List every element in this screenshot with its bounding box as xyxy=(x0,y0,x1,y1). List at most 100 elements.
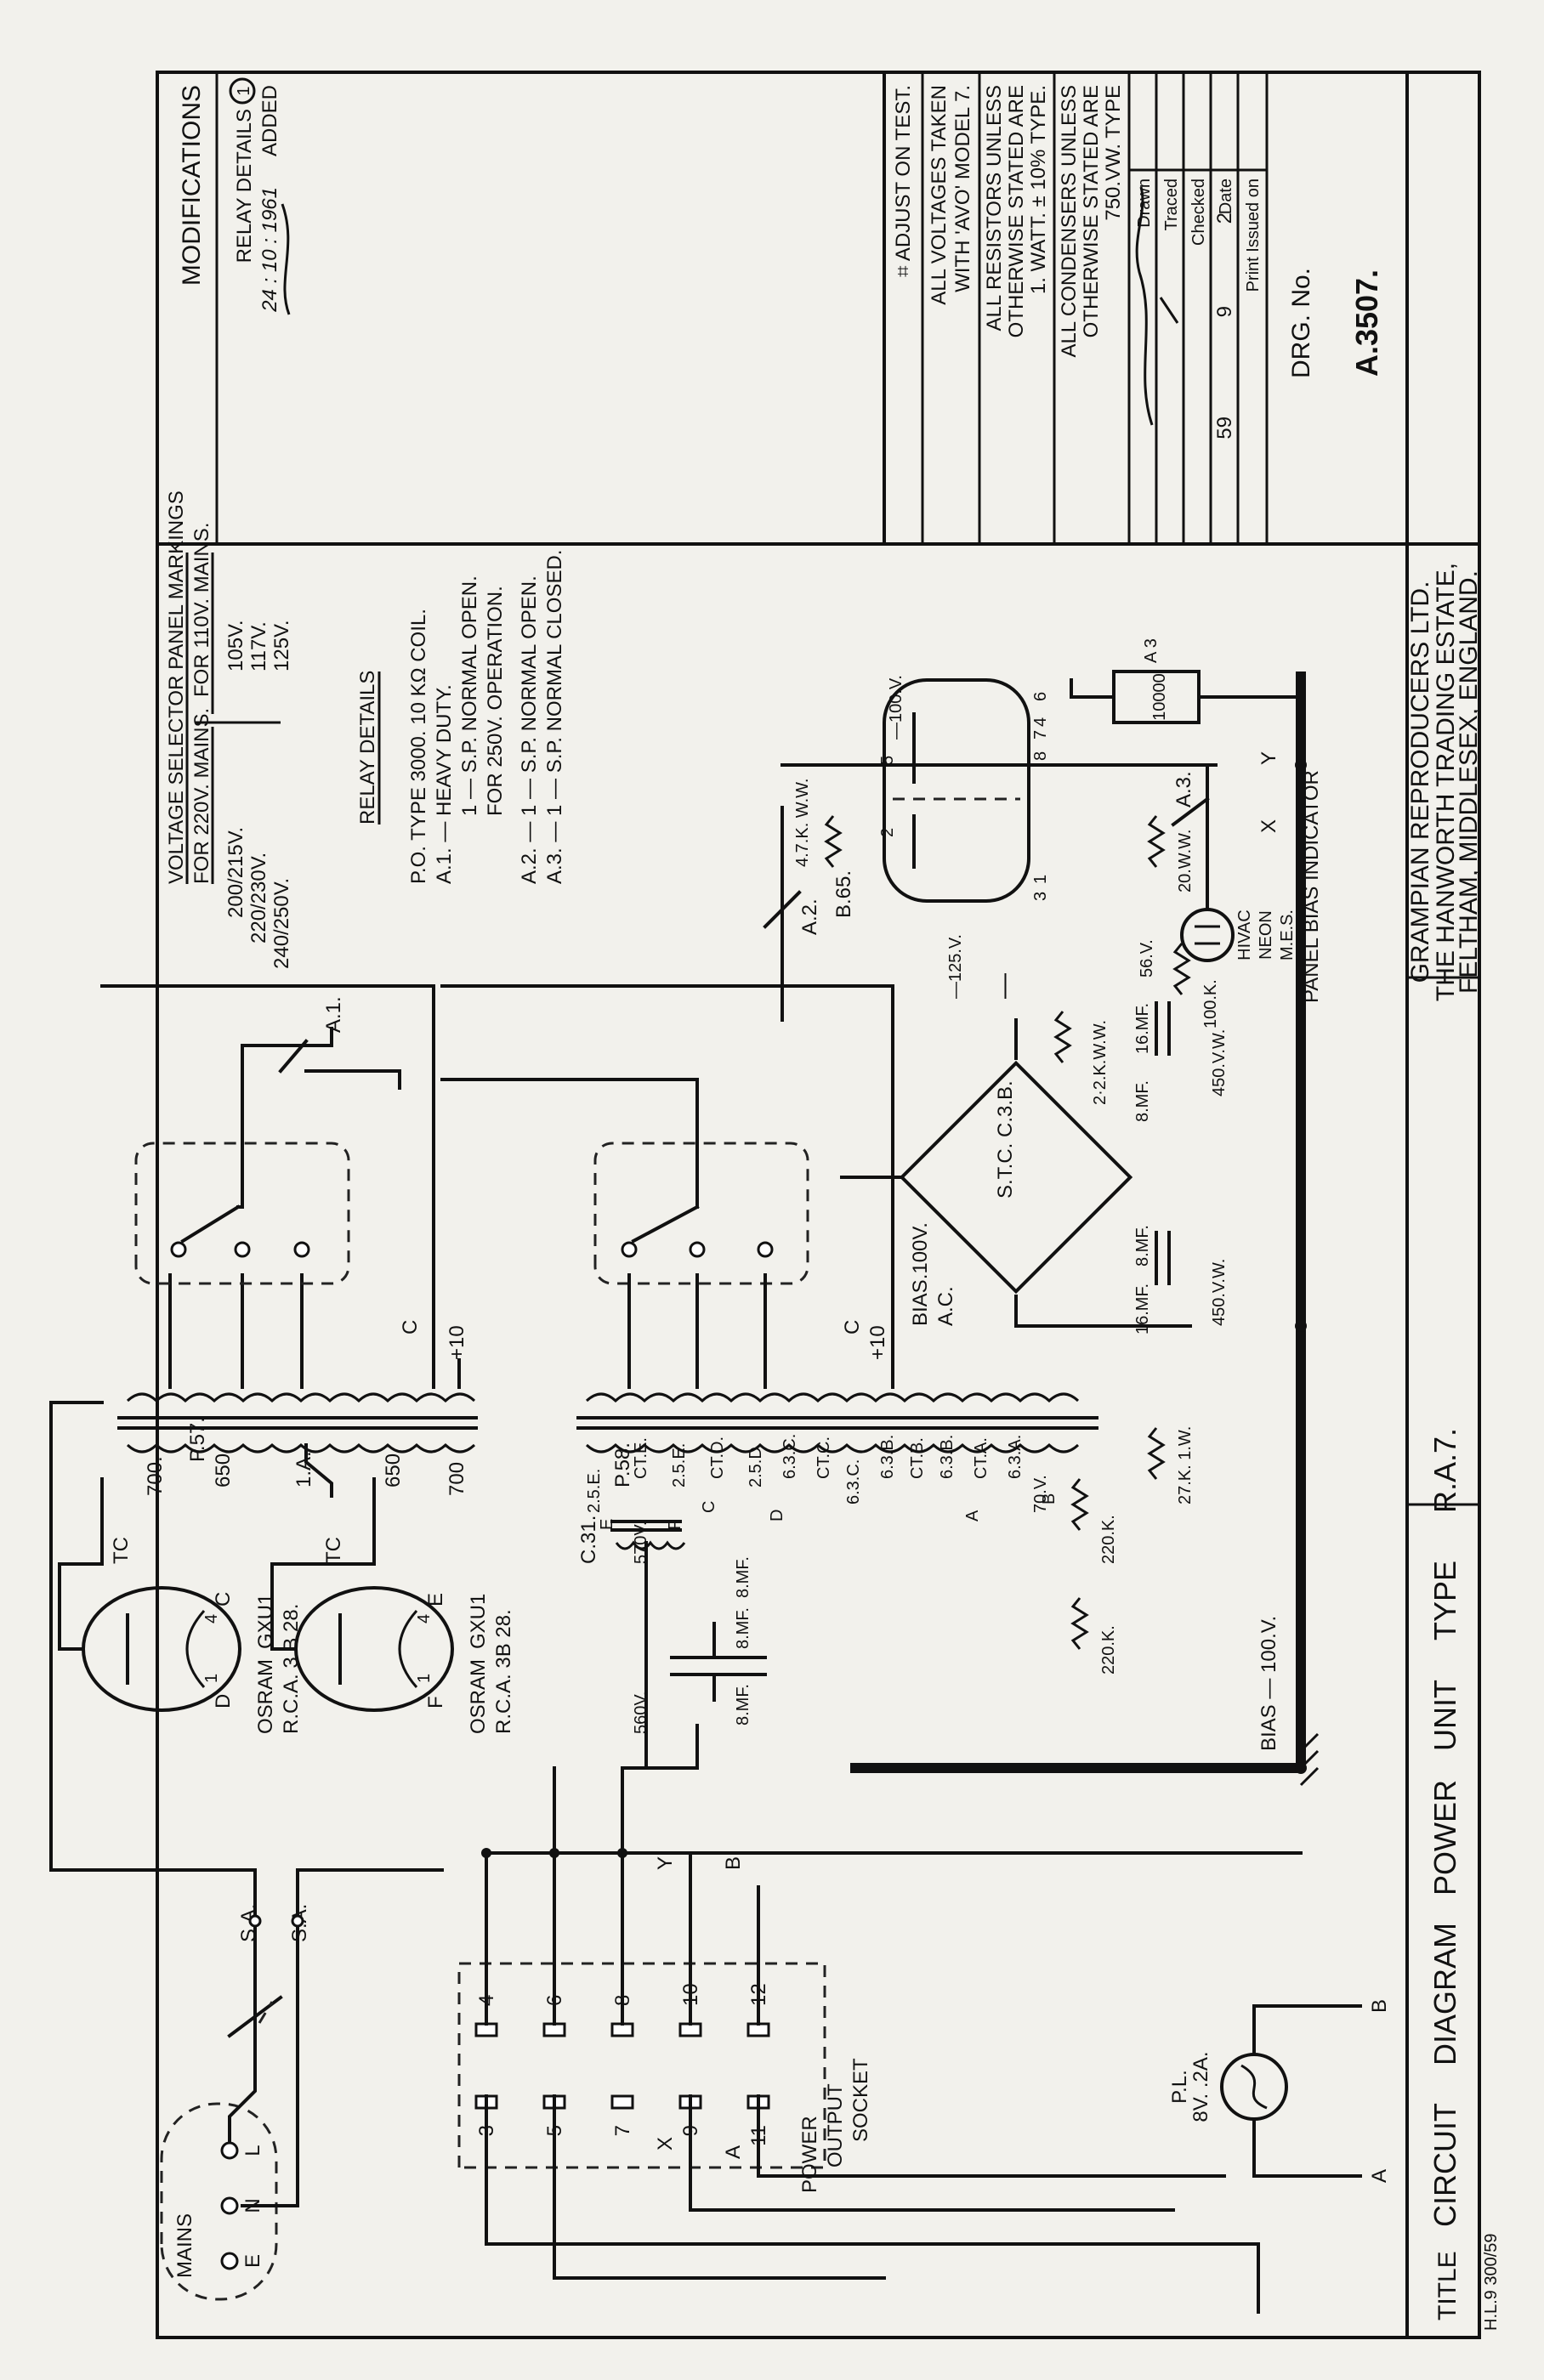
neon-line-3: M.E.S. xyxy=(1278,910,1297,960)
resistor-100k xyxy=(1172,943,1191,995)
y-terminal: Y xyxy=(1257,751,1280,765)
valve-pin-2: 2 xyxy=(878,828,897,837)
title-word-4: UNIT xyxy=(1428,1680,1462,1751)
valve-pin-6: 6 xyxy=(1031,692,1050,701)
socket-pin-6 xyxy=(542,2022,566,2037)
r220k-b-label: 220.K. xyxy=(1099,1625,1118,1674)
signoff-checked: Checked xyxy=(1189,178,1208,246)
note-voltages-1: ALL VOLTAGES TAKEN xyxy=(928,85,951,305)
drawn-signature xyxy=(1135,186,1154,426)
p58-label-16: CT.A. xyxy=(972,1437,991,1479)
rect2-pin-f: F xyxy=(424,1696,447,1708)
voltage-selector-heading: VOLTAGE SELECTOR PANEL MARKINGS xyxy=(165,490,188,884)
mains-pin-l-label: L xyxy=(241,2145,264,2156)
signoff-date-day: 2 xyxy=(1213,212,1236,224)
relay-details-heading: RELAY DETAILS xyxy=(356,671,379,824)
signoff-traced: Traced xyxy=(1162,178,1181,231)
bias-label: BIAS — 100.V. xyxy=(1257,1616,1280,1751)
socket-pin-7-label: 7 xyxy=(611,2125,634,2136)
company-name: GRAMPIAN REPRODUCERS LTD. xyxy=(1406,581,1434,983)
bias-cap-3: 8.MF. xyxy=(1133,1080,1152,1122)
neon-line-2: NEON xyxy=(1257,910,1275,960)
p57-name: P.57. xyxy=(186,1417,209,1462)
voltage-col1-row2: 220/230V. xyxy=(247,853,270,944)
r20-label: 20.W.W. xyxy=(1176,830,1195,892)
socket-y-label: Y xyxy=(654,1856,677,1870)
p57-tap-700b: 700 xyxy=(446,1462,468,1496)
r47k-label: 4.7.K. W.W. xyxy=(793,779,812,867)
p58-name: P.58. xyxy=(611,1442,634,1488)
voltage-selector-2 xyxy=(593,1142,809,1285)
bias-cap-2: 8.MF. xyxy=(1133,1225,1152,1266)
socket-label-2: OUTPUT xyxy=(824,2083,847,2168)
p58-label-9: 6.3.C. xyxy=(781,1434,799,1479)
note-voltages-2: WITH 'AVO' MODEL 7. xyxy=(951,85,974,292)
r100k-label: 100.K. xyxy=(1201,979,1220,1028)
form-reference: H.L.9 300/59 xyxy=(1482,2233,1501,2331)
valve-pin-5: 5 xyxy=(878,756,897,765)
socket-pin-8 xyxy=(610,2022,634,2037)
mains-pin-n xyxy=(220,2196,239,2215)
p58-label-4: 2.5.E. xyxy=(670,1443,689,1488)
rect2-pin-e: E xyxy=(424,1593,447,1606)
p58-label-22: A.C. xyxy=(934,1286,957,1326)
relay-line-2: A.1. — HEAVY DUTY. xyxy=(433,684,456,884)
p58-label-17: 6.3.A. xyxy=(1006,1435,1025,1479)
rect1-pin-1: 1 xyxy=(202,1674,221,1683)
v70-label: 70.V. xyxy=(1031,1475,1050,1513)
voltage-col2-row1: 105V. xyxy=(224,620,247,672)
title-word-3: POWER xyxy=(1428,1780,1462,1896)
p57-tap-650b: 650 xyxy=(382,1454,405,1488)
socket-label-1: POWER xyxy=(798,2116,821,2193)
valve-pin-3: 3 xyxy=(1031,892,1050,901)
drawing-number-label: DRG. No. xyxy=(1287,268,1315,378)
resistor-220k-a xyxy=(1070,1478,1089,1531)
resistor-27k xyxy=(1147,1427,1166,1480)
p58-label-10: CT.C. xyxy=(815,1436,833,1479)
signoff-print: Print Issued on xyxy=(1244,178,1263,292)
socket-x-label: X xyxy=(654,2137,677,2150)
rect2-pin-4: 4 xyxy=(415,1614,434,1624)
resistor-220k-b xyxy=(1070,1597,1089,1650)
resistor-20-ww xyxy=(1147,815,1166,868)
hv-cap-1: 8.MF. xyxy=(734,1684,752,1726)
valve-pin-8: 8 xyxy=(1031,751,1050,761)
p57-tap-650a: 650 xyxy=(212,1454,235,1488)
resistor-4k7-ww xyxy=(824,815,843,868)
title-word-6: R.A.7. xyxy=(1428,1428,1462,1513)
rect2-maker: OSRAM xyxy=(467,1659,490,1734)
note-condensers-1: ALL CONDENSERS UNLESS xyxy=(1058,85,1081,358)
p58-label-0: 2.5.E. xyxy=(585,1469,604,1513)
r27k-label: 27.K. 1.W. xyxy=(1176,1426,1195,1504)
relay-a2-label: A.2. xyxy=(798,898,821,935)
valve-pin-1: 1 xyxy=(1031,875,1050,884)
bias-cap-rating-2: 450.V.W. xyxy=(1210,1029,1229,1096)
bias-cap-4: 16.MF. xyxy=(1133,1003,1152,1054)
rect2-type: GXU1 xyxy=(467,1594,490,1649)
res-2k2-label: 2·2.K.W.W. xyxy=(1091,1020,1110,1105)
choke-name: C.31. xyxy=(577,1516,600,1564)
hv-cap-3: 8.MF. xyxy=(734,1556,752,1598)
r220k-a-label: 220.K. xyxy=(1099,1515,1118,1564)
note-condensers-2: OTHERWISE STATED ARE xyxy=(1080,85,1103,337)
title-word-2: DIAGRAM xyxy=(1428,1923,1462,2066)
company-address-1: THE HANWORTH TRADING ESTATE, xyxy=(1432,563,1460,1001)
p58-label-7: 2.5.D. xyxy=(746,1442,765,1488)
modification-number: 1 xyxy=(235,86,253,95)
traced-mark xyxy=(1159,297,1179,324)
note-resistors-2: OTHERWISE STATED ARE xyxy=(1005,85,1028,337)
rect2-equiv: R.C.A. 3B 28. xyxy=(492,1609,515,1734)
rect1-pin-c: C xyxy=(212,1592,235,1606)
voltage-col2-row2: 117V. xyxy=(247,621,270,672)
p57-tap-700a: 700. xyxy=(144,1456,167,1496)
v100-label: —100.V. xyxy=(887,675,905,740)
p58-label-1: CT.E. xyxy=(632,1437,650,1479)
socket-pin-10 xyxy=(678,2022,702,2037)
note-resistors-3: 1. WATT. ± 10% TYPE. xyxy=(1027,85,1050,294)
relay-coil-label: 10000 xyxy=(1150,673,1169,721)
modification-line1: RELAY DETAILS xyxy=(233,109,256,263)
x-terminal: X xyxy=(1257,819,1280,833)
signoff-date: Date xyxy=(1217,178,1235,214)
hv-cap-2: 8.MF. xyxy=(734,1607,752,1649)
